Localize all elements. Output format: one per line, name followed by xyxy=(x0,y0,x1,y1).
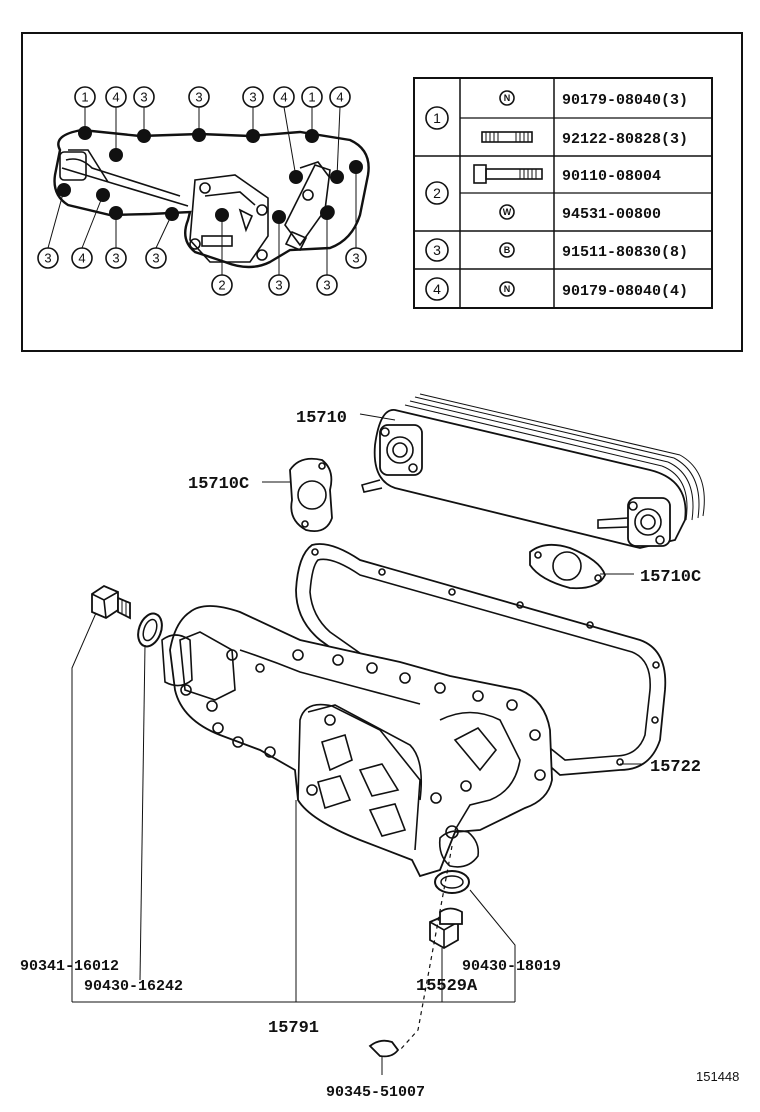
table-key: 2 xyxy=(433,185,441,201)
cooler-gasket-right xyxy=(529,543,606,590)
label-plug-left: 90341-16012 xyxy=(20,958,119,975)
drain-cock xyxy=(368,845,453,1058)
label-gasket-plug-left: 90430-16242 xyxy=(84,978,183,995)
part-labels: 15710 15710C 15710C 15722 90341-16012 90… xyxy=(20,409,739,1101)
label-oil-cooler: 15710 xyxy=(296,409,347,428)
bolt-callout: 3 xyxy=(112,251,119,266)
bolt-callout: 1 xyxy=(308,90,315,105)
label-gasket-plug-right: 90430-18019 xyxy=(462,958,561,975)
table-key: 1 xyxy=(433,110,441,126)
bolt-callout: 4 xyxy=(280,90,287,105)
bolt-parts-table: 1 2 3 4 N W B N xyxy=(413,77,713,309)
bolt-callout: 4 xyxy=(336,90,343,105)
bolt-callout: 3 xyxy=(275,278,282,293)
label-gasket-right: 15710C xyxy=(640,568,701,587)
label-drain-cock: 90345-51007 xyxy=(326,1084,425,1101)
table-part-number: 94531-00800 xyxy=(562,206,661,223)
inset-cover-sketch xyxy=(53,128,370,269)
table-part-number: 90179-08040(4) xyxy=(562,283,688,300)
drain-plug-right xyxy=(429,907,463,950)
bolt-callout: 3 xyxy=(140,90,147,105)
bolt-symbol: B xyxy=(504,245,511,255)
nut-symbol: N xyxy=(504,93,511,103)
bolt-location-inset: 1 4 3 3 3 4 1 xyxy=(21,32,743,352)
table-key: 3 xyxy=(433,242,441,258)
bolt-callout: 3 xyxy=(152,251,159,266)
table-part-number: 90110-08004 xyxy=(562,168,661,185)
hex-bolt-icon xyxy=(473,164,543,184)
table-part-number: 91511-80830(8) xyxy=(562,244,688,261)
cover-gasket xyxy=(295,543,667,776)
cooler-gasket-left xyxy=(289,457,333,533)
label-cooler-cover: 15791 xyxy=(268,1019,319,1038)
label-gasket-left: 15710C xyxy=(188,475,249,494)
bolt-callout: 3 xyxy=(249,90,256,105)
inset-bolt-callouts: 1 4 3 3 3 4 1 xyxy=(37,86,367,296)
washer-symbol: W xyxy=(503,207,512,217)
bolt-callout: 1 xyxy=(81,90,88,105)
gasket-right-ring xyxy=(434,870,470,894)
bolt-callout: 4 xyxy=(112,90,119,105)
table-part-number: 90179-08040(3) xyxy=(562,92,688,109)
figure-id: 151448 xyxy=(696,1069,739,1084)
label-cover-gasket: 15722 xyxy=(650,758,701,777)
bolt-callout: 3 xyxy=(44,251,51,266)
oil-cooler-cover xyxy=(161,605,553,878)
bolt-callout: 2 xyxy=(218,278,225,293)
bolt-callout: 3 xyxy=(195,90,202,105)
drain-plug-left xyxy=(91,584,131,620)
bolt-callout: 4 xyxy=(78,251,85,266)
oil-cooler-core xyxy=(361,393,705,549)
label-plug-right: 15529A xyxy=(416,977,478,996)
leader-lines xyxy=(71,413,644,1075)
table-key: 4 xyxy=(433,281,441,297)
stud-bolt-icon xyxy=(481,131,533,143)
nut-symbol: N xyxy=(504,284,511,294)
gasket-left-ring xyxy=(137,612,163,648)
bolt-callout: 3 xyxy=(352,251,359,266)
bolt-callout: 3 xyxy=(323,278,330,293)
table-part-number: 92122-80828(3) xyxy=(562,131,688,148)
